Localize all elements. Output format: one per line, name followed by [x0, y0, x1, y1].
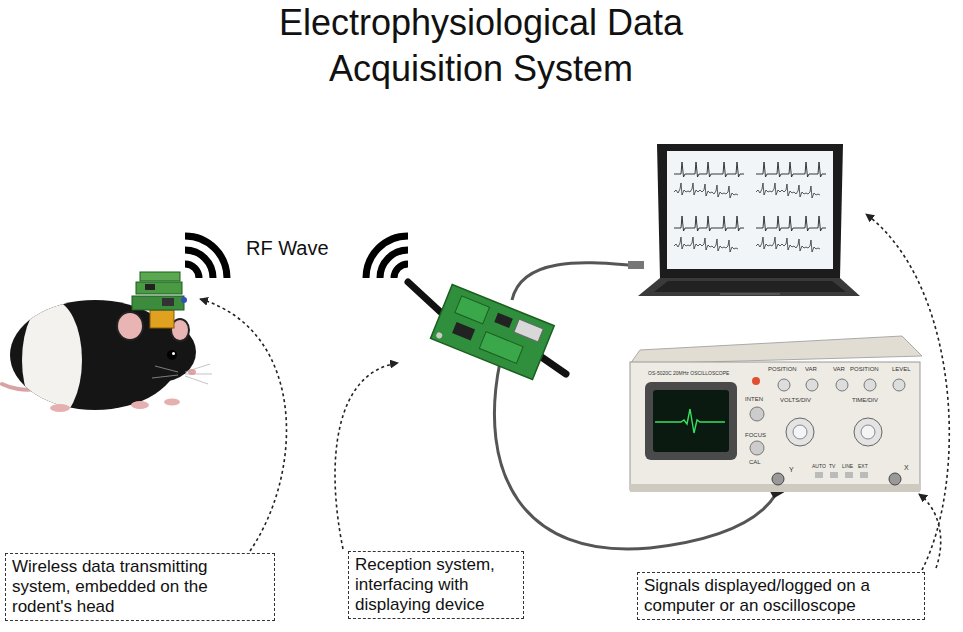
panel-label: LINE — [842, 464, 853, 470]
panel-label: POSITION — [768, 366, 797, 373]
panel-label: OS-5020C 20MHz OSCILLOSCOPE — [648, 371, 729, 377]
panel-label: FOCUS — [745, 432, 766, 439]
rat-illustration — [2, 300, 212, 420]
panel-label: X — [904, 464, 909, 472]
panel-label: AUTO — [812, 464, 826, 470]
panel-label: LEVEL — [892, 366, 911, 373]
panel-label: TIME/DIV — [852, 397, 878, 404]
oscilloscope — [630, 336, 922, 492]
callout-box: Reception system, interfacing with displ… — [348, 551, 524, 619]
transmitter-board — [132, 272, 187, 328]
usb-plug — [628, 261, 644, 269]
panel-label: POSITION — [850, 366, 879, 373]
callout-box: Wireless data transmitting system, embed… — [5, 553, 275, 621]
callout-box: Signals displayed/logged on a computer o… — [637, 572, 925, 620]
panel-label: CAL — [749, 459, 761, 466]
panel-label: EXT — [858, 464, 868, 470]
callout-text: Reception system, interfacing with displ… — [355, 555, 517, 615]
receiver-board — [408, 282, 566, 380]
laptop — [638, 144, 860, 296]
panel-label: VOLTS/DIV — [780, 397, 811, 404]
leader-arrow — [200, 214, 949, 570]
panel-label: INTEN — [745, 396, 763, 403]
callout-text: Wireless data transmitting system, embed… — [12, 557, 268, 617]
signal-label: RF Wave — [246, 237, 329, 259]
rf-wave-symbol — [185, 236, 408, 278]
panel-label: Y — [789, 466, 794, 474]
panel-label: VAR — [833, 366, 845, 373]
callout-text: Signals displayed/logged on a computer o… — [644, 576, 918, 616]
diagram-title: Electrophysiological Data Acquisition Sy… — [201, 0, 761, 92]
panel-label: VAR — [805, 366, 817, 373]
panel-label: TV — [829, 464, 835, 470]
